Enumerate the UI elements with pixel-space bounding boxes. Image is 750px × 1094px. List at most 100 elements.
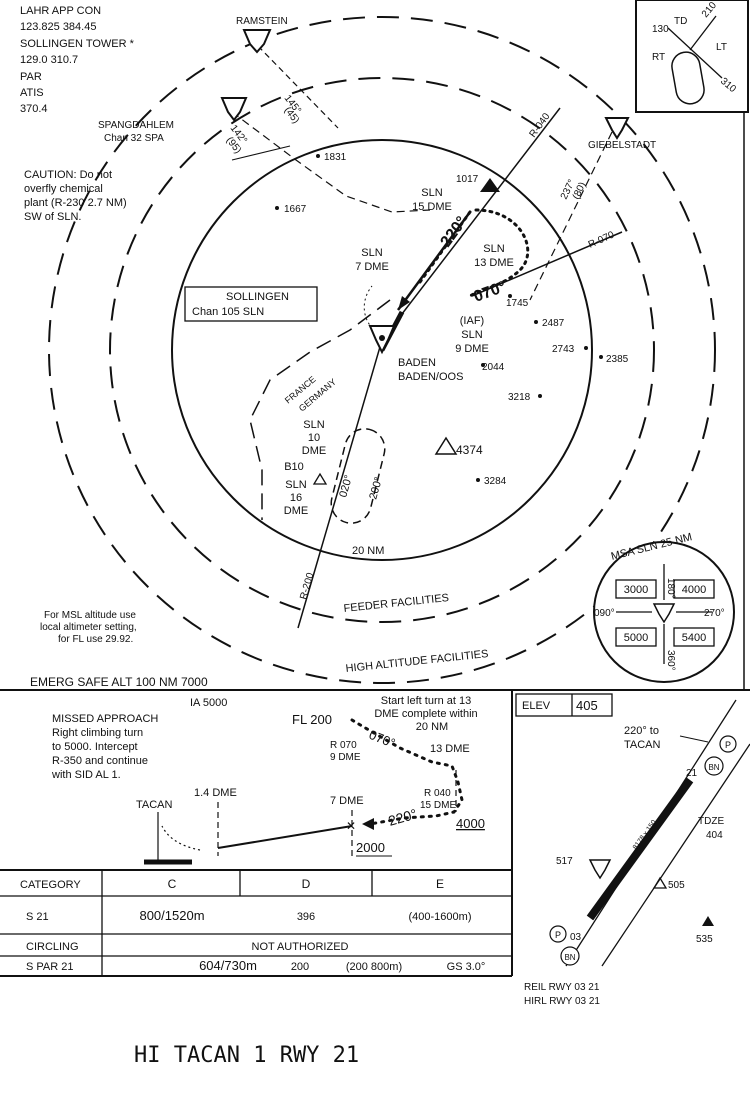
sln13-dme: 13 DME — [474, 257, 514, 269]
course-020: 020° — [337, 474, 355, 499]
obstacle-535: 535 — [696, 934, 713, 945]
sln16-dme: DME — [284, 505, 308, 517]
sln16-num: 16 — [290, 492, 302, 504]
elev-2487: 2487 — [542, 318, 565, 329]
ramstein-label: RAMSTEIN — [236, 16, 288, 27]
fl200-label: FL 200 — [292, 712, 332, 727]
ramstein-tacan-icon — [242, 29, 272, 54]
lahr-app: LAHR APP CON — [20, 5, 101, 17]
fix-marker: ✕ — [346, 819, 356, 833]
plan-view — [48, 16, 716, 684]
msa-circle: 3000 4000 5000 5400 180° 090° 270° 360° — [593, 541, 735, 683]
course-200: 200° — [367, 476, 385, 501]
sollingen-tower: SOLLINGEN TOWER * — [20, 38, 135, 50]
high-alt-label: HIGH ALTITUDE FACILITIES — [345, 648, 489, 675]
sln10-label: SLN — [303, 419, 324, 431]
elev-3284: 3284 — [484, 476, 507, 487]
minima-table: CATEGORY C D E S 21 800/1520m 396 (400-1… — [0, 869, 512, 977]
holding-lt: LT — [716, 42, 727, 53]
to-tacan-arrow — [679, 735, 709, 743]
elev-2743: 2743 — [552, 344, 575, 355]
spar-gs: GS 3.0° — [447, 961, 486, 973]
parking-p-bottom: P — [555, 930, 561, 940]
spangdahlem-label: SPANGDAHLEM — [98, 120, 174, 131]
feeder-ring — [109, 77, 655, 623]
tacan-icon — [368, 325, 396, 355]
obstacle-icon-1 — [652, 876, 668, 889]
baden-label: BADEN — [398, 357, 436, 369]
elev-2385: 2385 — [606, 354, 629, 365]
circling-value: NOT AUTHORIZED — [252, 941, 349, 953]
iaf-triangle-icon — [480, 178, 500, 192]
prof-2000: 2000 — [356, 840, 385, 855]
rwy-21-label: 21 — [686, 768, 698, 779]
holding-inset: TD LT RT 130 210 310 — [635, 0, 749, 113]
row-circling: CIRCLING — [26, 941, 79, 953]
giebelstadt-tacan-icon — [604, 117, 630, 140]
parking-icon-bottom — [549, 925, 567, 943]
spangdahlem-tacan-icon — [220, 97, 248, 122]
prof-13dme: 13 DME — [430, 743, 470, 755]
tdze-label: TDZE — [698, 816, 724, 827]
iaf-label: (IAF) — [460, 315, 484, 327]
giebelstadt-label: GIEBELSTADT — [588, 140, 656, 151]
hirl-note: HIRL RWY 03 21 — [524, 996, 600, 1007]
start-turn-2: DME complete within — [374, 708, 477, 720]
b10-triangle-icon — [312, 472, 328, 485]
prof-course-070: 070° — [367, 727, 398, 751]
reil-note: REIL RWY 03 21 — [524, 982, 600, 993]
caution-note: CAUTION: Do not overfly chemical plant (… — [24, 169, 127, 223]
beacon-bn-bottom: BN — [564, 953, 575, 962]
aerodrome-tacan-icon — [588, 859, 612, 880]
r200-label: R-200 — [298, 571, 316, 601]
prof-course-220: 220° — [386, 806, 418, 829]
elev-1831: 1831 — [324, 152, 347, 163]
beacon-icon-top — [704, 756, 724, 776]
msa-090: 090° — [594, 608, 615, 619]
sln13-label: SLN — [483, 243, 504, 255]
route-giebelstadt — [529, 131, 613, 301]
comm-block: LAHR APP CON 123.825 384.45 SOLLINGEN TO… — [20, 5, 135, 115]
elev-4374: 4374 — [456, 443, 483, 457]
prof-9dme: 9 DME — [330, 752, 361, 763]
msa-5400: 5400 — [682, 632, 706, 644]
dme-arc — [468, 208, 530, 298]
prof-arrow — [362, 818, 374, 830]
msl-note-1: For MSL altitude use — [44, 610, 136, 621]
elev-label: ELEV — [522, 700, 551, 712]
border-line — [249, 299, 391, 520]
s21-c: 800/1520m — [139, 908, 204, 923]
prof-7dme: 7 DME — [330, 795, 364, 807]
elevation-labels: 1831 1667 1017 1745 2487 2743 2385 2044 … — [284, 152, 629, 487]
msl-note: For MSL altitude use local altimeter set… — [40, 610, 137, 645]
high-altitude-ring — [48, 16, 716, 684]
sln15-label: SLN — [421, 187, 442, 199]
holding-rt: RT — [652, 52, 665, 63]
dotted-inbound — [418, 210, 472, 284]
msa-tacan-icon — [652, 603, 676, 624]
tower-freq: 129.0 310.7 — [20, 54, 78, 66]
msa-180: 180° — [665, 578, 676, 599]
sln10-dme: DME — [302, 445, 326, 457]
track-arrow — [398, 296, 410, 310]
start-turn-1: Start left turn at 13 — [381, 695, 472, 707]
msa-4000: 4000 — [682, 584, 706, 596]
parking-icon-top — [719, 735, 737, 753]
caution-line — [231, 145, 291, 161]
elev-1017: 1017 — [456, 174, 479, 185]
beacon-bn-top: BN — [708, 763, 719, 772]
ring-20nm — [171, 139, 593, 561]
missed-line-1: MISSED APPROACH — [52, 713, 158, 725]
ia-altitude: IA 5000 — [190, 697, 227, 709]
sollingen-box — [184, 286, 318, 322]
start-turn-3: 20 NM — [416, 721, 448, 733]
prof-r040: R 040 — [424, 788, 451, 799]
msa-5000: 5000 — [624, 632, 648, 644]
elevation-points — [275, 154, 603, 482]
caution-line-3: plant (R-230 2.7 NM) — [24, 197, 127, 209]
to-tacan-1: 220° to — [624, 725, 659, 737]
hdr-e: E — [436, 877, 444, 891]
missed-climb — [161, 825, 201, 851]
emerg-safe-alt: EMERG SAFE ALT 100 NM 7000 — [30, 675, 208, 689]
